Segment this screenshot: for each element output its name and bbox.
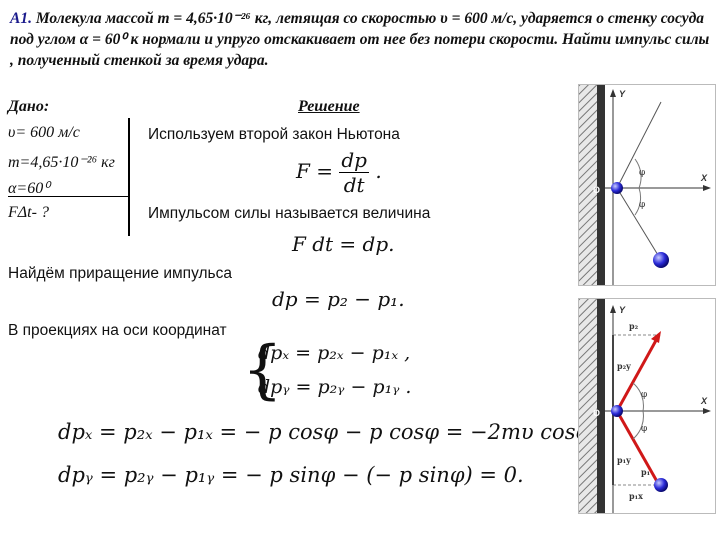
angle-arc-top bbox=[634, 158, 642, 189]
solution-line-projections: В проекциях на оси координат bbox=[8, 322, 227, 339]
wall-surface bbox=[597, 85, 605, 285]
p1y-label: p₁y bbox=[617, 455, 631, 465]
figure-reflection-drawing: O Y X φ φ p₂ p₂y p₁y p₁ p₁x bbox=[579, 299, 711, 513]
phi-top-label: φ bbox=[641, 390, 647, 400]
molecule-incoming bbox=[653, 252, 669, 268]
molecule-incoming bbox=[654, 478, 668, 492]
figure-incident: O Y X φ φ bbox=[578, 84, 716, 286]
equation-result-x: dpₓ = p₂ₓ − p₁ₓ = − p cosφ − p cosφ = −2… bbox=[58, 420, 597, 444]
newton-lhs: F = bbox=[296, 159, 333, 183]
newton-fraction: dp dt bbox=[339, 148, 369, 197]
x-label: X bbox=[700, 173, 708, 183]
equation-impulse: F dt = dp. bbox=[292, 232, 395, 256]
angle-arc-top bbox=[632, 382, 644, 412]
given-divider bbox=[8, 196, 128, 197]
newton-denominator: dt bbox=[343, 173, 365, 197]
angle-arc-bottom bbox=[632, 410, 644, 440]
x-arrow-icon bbox=[703, 185, 711, 191]
figure-incident-drawing: O Y X φ φ bbox=[579, 85, 711, 285]
given-velocity: υ= 600 м/с bbox=[8, 124, 80, 141]
p2y-label: p₂y bbox=[617, 361, 631, 371]
p1-label: p₁ bbox=[641, 467, 650, 477]
equation-result-y: dpᵧ = p₂ᵧ − p₁ᵧ = − p sinφ − (− p sinφ) … bbox=[58, 463, 524, 487]
newton-end: . bbox=[375, 159, 382, 183]
given-mass: m=4,65·10⁻²⁶ кг bbox=[8, 154, 115, 171]
given-unknown: FΔt- ? bbox=[8, 204, 49, 221]
p1x-label: p₁x bbox=[629, 491, 643, 501]
problem-number: A1. bbox=[10, 10, 32, 27]
solution-line-newton: Используем второй закон Ньютона bbox=[148, 126, 400, 143]
equation-system-x: dpₓ = p₂ₓ − p₁ₓ , bbox=[258, 342, 411, 364]
solution-line-increment: Найдём приращение импульса bbox=[8, 265, 232, 282]
given-separator bbox=[128, 118, 130, 236]
x-arrow-icon bbox=[703, 408, 711, 414]
phi-top-label: φ bbox=[639, 168, 645, 178]
molecule-at-wall bbox=[611, 405, 623, 417]
y-arrow-icon bbox=[610, 305, 616, 313]
given-label: Дано: bbox=[8, 98, 50, 115]
wall-surface bbox=[597, 299, 605, 513]
problem-text: Молекула массой m = 4,65·10⁻²⁶ кг, летящ… bbox=[10, 10, 710, 69]
phi-bottom-label: φ bbox=[641, 424, 647, 434]
path-out-line bbox=[616, 101, 662, 189]
p2-vector bbox=[615, 334, 661, 412]
solution-line-impulse: Импульсом силы называется величина bbox=[148, 205, 431, 222]
y-arrow-icon bbox=[610, 89, 616, 97]
p1-vector bbox=[615, 410, 661, 486]
origin-label: O bbox=[593, 185, 600, 195]
figure-reflection: O Y X φ φ p₂ p₂y p₁y p₁ p₁x bbox=[578, 298, 716, 514]
equation-newton: F = dp dt . bbox=[296, 148, 382, 197]
origin-label: O bbox=[593, 408, 600, 418]
equation-system-y: dpᵧ = p₂ᵧ − p₁ᵧ . bbox=[258, 376, 412, 398]
angle-arc-bottom bbox=[634, 187, 642, 216]
path-in-line bbox=[616, 187, 662, 261]
y-label: Y bbox=[619, 89, 626, 99]
solution-label: Решение bbox=[298, 98, 360, 115]
equation-increment: dp = p₂ − p₁. bbox=[272, 287, 405, 311]
x-label: X bbox=[700, 396, 708, 406]
p2-label: p₂ bbox=[629, 321, 639, 331]
y-label: Y bbox=[619, 305, 626, 315]
molecule-at-wall bbox=[611, 182, 623, 194]
newton-numerator: dp bbox=[339, 148, 369, 173]
given-angle: α=60⁰ bbox=[8, 180, 50, 197]
p2-arrow-icon bbox=[651, 331, 661, 343]
system-brace: { bbox=[242, 333, 283, 407]
phi-bottom-label: φ bbox=[639, 200, 645, 210]
problem-statement: A1. Молекула массой m = 4,65·10⁻²⁶ кг, л… bbox=[10, 8, 715, 71]
